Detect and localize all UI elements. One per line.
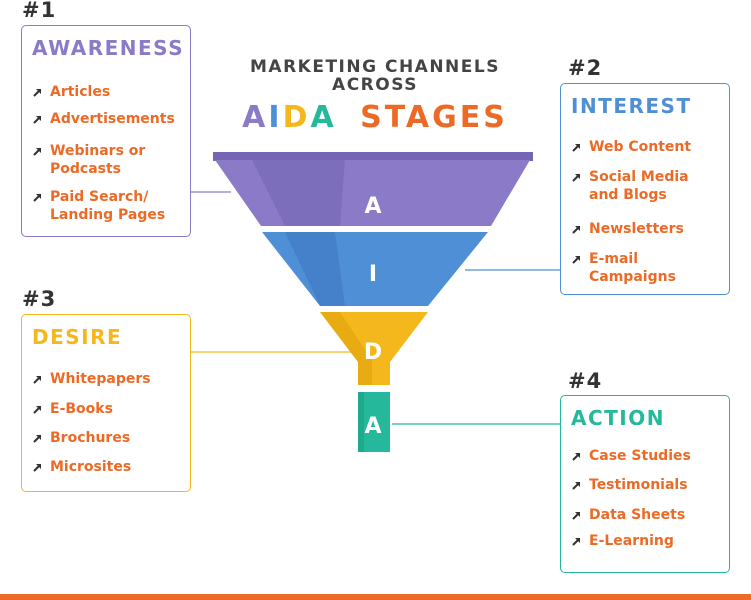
funnel-letter-1: A <box>364 194 381 219</box>
awareness-box: AWARENESS Articles Advertisements Webina… <box>21 25 191 237</box>
list-item: Testimonials <box>571 476 688 494</box>
funnel-letter-2: I <box>369 262 377 287</box>
funnel-segment-4 <box>358 392 390 452</box>
desire-title: DESIRE <box>32 325 123 349</box>
diagram-title: MARKETING CHANNELS ACROSS <box>230 58 520 94</box>
arrow-icon <box>571 250 583 268</box>
aida-letter-d: D <box>282 100 311 135</box>
list-item: Case Studies <box>571 447 691 465</box>
stage-number-1: #1 <box>22 0 57 22</box>
list-item: Brochures <box>32 429 130 447</box>
arrow-icon <box>571 220 583 238</box>
interest-title: INTEREST <box>571 94 692 118</box>
action-box: ACTION Case Studies Testimonials Data Sh… <box>560 395 730 573</box>
action-title: ACTION <box>571 406 665 430</box>
list-item: Webinars or Podcasts <box>32 142 145 178</box>
aida-stages-title: AIDA STAGES <box>230 100 520 135</box>
list-item: Newsletters <box>571 220 684 238</box>
funnel-letter-4: A <box>364 414 381 439</box>
arrow-icon <box>32 429 44 447</box>
arrow-icon <box>32 458 44 476</box>
stages-word: STAGES <box>360 100 508 135</box>
list-item: Social Media and Blogs <box>571 168 689 204</box>
arrow-icon <box>571 476 583 494</box>
funnel-shade-3 <box>320 312 372 385</box>
list-item: Microsites <box>32 458 131 476</box>
list-item: Articles <box>32 83 110 101</box>
list-item: E-mail Campaigns <box>571 250 676 286</box>
stage-number-4: #4 <box>568 369 603 393</box>
arrow-icon <box>571 532 583 550</box>
arrow-icon <box>32 370 44 388</box>
funnel-shade-2 <box>285 232 345 306</box>
aida-letter-a1: A <box>242 100 269 135</box>
list-item: Advertisements <box>32 110 175 128</box>
title-line-2: ACROSS <box>332 75 418 95</box>
arrow-icon <box>32 188 44 206</box>
arrow-icon <box>571 168 583 186</box>
arrow-icon <box>571 138 583 156</box>
desire-box: DESIRE Whitepapers E-Books Brochures Mic… <box>21 314 191 492</box>
awareness-title: AWARENESS <box>32 36 185 60</box>
funnel-rim <box>213 152 533 161</box>
list-item: Data Sheets <box>571 506 685 524</box>
arrow-icon <box>571 447 583 465</box>
arrow-icon <box>32 83 44 101</box>
funnel-shade-4 <box>358 392 364 452</box>
list-item: Paid Search/ Landing Pages <box>32 188 165 224</box>
arrow-icon <box>32 142 44 160</box>
arrow-icon <box>32 400 44 418</box>
interest-box: INTEREST Web Content Social Media and Bl… <box>560 83 730 295</box>
aida-letter-a2: A <box>310 100 337 135</box>
title-line-1: MARKETING CHANNELS <box>250 57 500 77</box>
connector-lines <box>191 191 560 425</box>
list-item: E-Learning <box>571 532 674 550</box>
stage-number-2: #2 <box>568 56 603 80</box>
bottom-bar <box>0 594 751 600</box>
arrow-icon <box>32 110 44 128</box>
aida-letter-i: I <box>268 100 283 135</box>
list-item: Whitepapers <box>32 370 151 388</box>
funnel-letter-3: D <box>364 340 382 365</box>
arrow-icon <box>571 506 583 524</box>
list-item: Web Content <box>571 138 691 156</box>
funnel-shade-1 <box>252 160 345 226</box>
stage-number-3: #3 <box>22 287 57 311</box>
list-item: E-Books <box>32 400 113 418</box>
